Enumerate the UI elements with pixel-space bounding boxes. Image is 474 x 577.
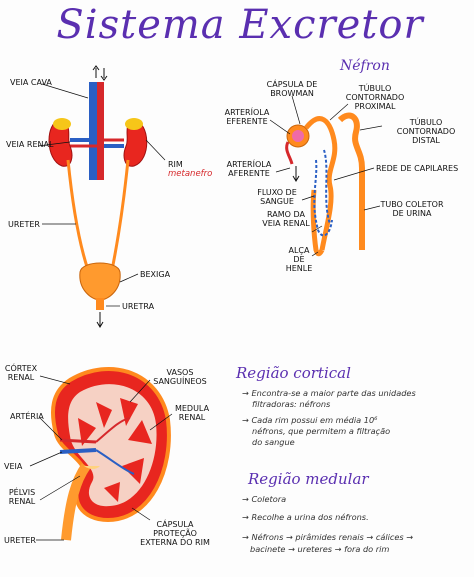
label-ramo-veia: RAMO DA VEIA RENAL [262, 210, 310, 228]
kidney-section [50, 366, 171, 541]
note-cortical-2c: do sangue [252, 437, 295, 447]
right-kidney [123, 118, 148, 167]
heading-cortical: Região cortical [236, 364, 351, 382]
note-cortical-2: → Cada rim possui em média 10⁶ [242, 415, 378, 425]
label-ureter: URETER [8, 220, 40, 229]
label-fluxo-sangue: FLUXO DE SANGUE [257, 188, 297, 206]
label-capsula-browman: CÁPSULA DE BROWMAN [266, 80, 318, 98]
label-tubulo-distal: TÚBULO CONTORNADO DISTAL [396, 118, 456, 145]
label-metanefro: metanefro [168, 169, 213, 179]
label-alca-henle: ALÇA DE HENLE [285, 246, 313, 273]
label-pelvis: PÉLVIS RENAL [8, 488, 36, 506]
page-title: Sistema Excretor [56, 2, 424, 48]
nephron-drawing [285, 112, 365, 257]
label-medula: MEDULA RENAL [174, 404, 210, 422]
label-vasos: VASOS SANGUÍNEOS [153, 368, 207, 386]
note-medular-3b: bacinete → ureteres → fora do rim [250, 544, 390, 554]
label-cortex: CÓRTEX RENAL [4, 364, 38, 382]
label-tubo-coletor: TUBO COLETOR DE URINA [380, 200, 444, 218]
note-cortical-1b: filtradoras: néfrons [252, 399, 331, 409]
note-medular-3: → Néfrons → pirâmides renais → cálices → [242, 532, 414, 542]
label-veia-renal: VEIA RENAL [6, 140, 54, 149]
note-cortical-1: → Encontra-se a maior parte das unidades [242, 388, 416, 398]
note-medular-1: → Coletora [242, 494, 287, 504]
label-ureter-kidney: URETER [4, 536, 36, 545]
label-uretra: URETRA [122, 302, 155, 311]
label-arteriola-aferente: ARTERÍOLA AFERENTE [226, 160, 272, 178]
label-rede-capilares: REDE DE CAPILARES [376, 164, 459, 173]
label-rim: RIM [168, 160, 183, 169]
label-capsula-rim: CÁPSULA PROTEÇÃO EXTERNA DO RIM [140, 520, 210, 547]
note-cortical-2b: néfrons, que permitem a filtração [252, 426, 391, 436]
label-tubulo-proximal: TÚBULO CONTORNADO PROXIMAL [345, 84, 405, 111]
label-arteria: ARTÉRIA [10, 412, 44, 421]
label-bexiga: BEXIGA [140, 270, 171, 279]
label-veia-cava: VEIA CAVA [10, 78, 52, 87]
great-vessels [89, 65, 108, 180]
heading-medular: Região medular [248, 470, 369, 488]
label-veia: VEIA [4, 462, 23, 471]
note-medular-2: → Recolhe a urina dos néfrons. [242, 512, 369, 522]
label-arteriola-eferente: ARTERÍOLA EFERENTE [224, 108, 270, 126]
nephron-title: Néfron [340, 58, 390, 74]
